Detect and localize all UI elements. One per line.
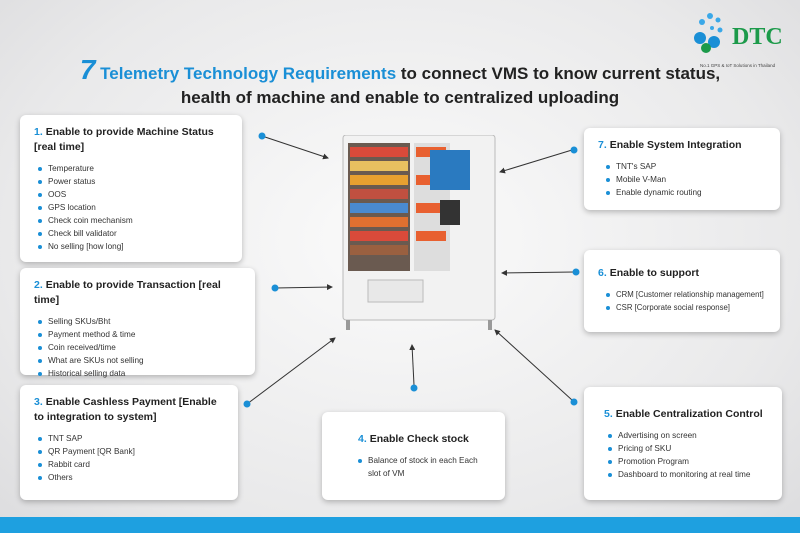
logo-tagline: No.1 GPS & IoT Solutions in Thailand <box>700 63 776 68</box>
list-item: Selling SKUs/Bht <box>38 315 241 328</box>
footer-bar <box>0 517 800 533</box>
list-item: Pricing of SKU <box>608 442 768 455</box>
list-item: GPS location <box>38 201 228 214</box>
box-check-stock: 4. Enable Check stock Balance of stock i… <box>322 412 505 500</box>
list-item: OOS <box>38 188 228 201</box>
list-item: Rabbit card <box>38 458 224 471</box>
box-number: 2. <box>34 279 43 291</box>
list-item: Mobile V-Man <box>606 173 766 186</box>
logo-text: DTC <box>732 24 783 50</box>
box-number: 5. <box>604 408 613 420</box>
list-item: No selling [how long] <box>38 240 228 253</box>
box-title: Enable Check stock <box>369 433 469 445</box>
title-line1: to connect VMS to know current status, <box>396 64 721 83</box>
list-item: Coin received/time <box>38 341 241 354</box>
box-title: Enable Centralization Control <box>615 408 763 420</box>
arrow-2 <box>274 284 333 291</box>
list-item: Advertising on screen <box>608 429 768 442</box>
box-title: Enable Cashless Payment [Enable to integ… <box>34 396 217 423</box>
list-item: Check coin mechanism <box>38 214 228 227</box>
arrow-7 <box>499 149 573 174</box>
list-item: TNT SAP <box>38 432 224 445</box>
box-title: Enable to provide Machine Status [real t… <box>34 126 214 153</box>
list-item: CRM [Customer relationship management] <box>606 288 770 301</box>
title-number: 7 <box>79 54 96 85</box>
title-line2: health of machine and enable to centrali… <box>180 88 620 107</box>
box-number: 6. <box>598 267 607 279</box>
list-item: TNT's SAP <box>606 160 766 173</box>
box-transaction: 2. Enable to provide Transaction [real t… <box>20 268 255 378</box>
list-item: QR Payment [QR Bank] <box>38 445 224 458</box>
vending-machine-image <box>342 135 496 330</box>
list-item: Historical selling data <box>38 367 241 380</box>
box-support: 6. Enable to support CRM [Customer relat… <box>584 250 780 332</box>
arrow-4 <box>409 344 416 386</box>
box-number: 4. <box>358 433 367 445</box>
box-title: Enable System Integration <box>609 139 742 151</box>
box-title: Enable to provide Transaction [real time… <box>34 279 221 306</box>
dtc-logo: DTC No.1 GPS & IoT Solutions in Thailand <box>690 8 800 68</box>
arrow-6 <box>501 269 575 276</box>
list-item: What are SKUs not selling <box>38 354 241 367</box>
list-item: Temperature <box>38 162 228 175</box>
list-item: Payment method & time <box>38 328 241 341</box>
list-item: Enable dynamic routing <box>606 186 766 199</box>
box-centralization-control: 5. Enable Centralization Control Adverti… <box>584 387 782 500</box>
page-title: 7 Telemetry Technology Requirements to c… <box>0 56 800 110</box>
list-item: Dashboard to monitoring at real time <box>608 468 768 481</box>
list-item: Balance of stock in each Each slot of VM <box>358 456 478 478</box>
box-machine-status: 1. Enable to provide Machine Status [rea… <box>20 115 242 262</box>
title-highlight: Telemetry Technology Requirements <box>100 64 397 83</box>
arrow-1 <box>261 135 329 160</box>
list-item: CSR [Corporate social response] <box>606 301 770 314</box>
list-item: Power status <box>38 175 228 188</box>
arrow-5 <box>494 329 573 401</box>
list-item: Check bill validator <box>38 227 228 240</box>
box-title: Enable to support <box>609 267 699 279</box>
logo-dots-icon <box>694 13 723 53</box>
list-item: Promotion Program <box>608 455 768 468</box>
box-number: 1. <box>34 126 43 138</box>
box-cashless-payment: 3. Enable Cashless Payment [Enable to in… <box>20 385 238 500</box>
list-item: Others <box>38 471 224 484</box>
box-number: 3. <box>34 396 43 408</box>
arrow-3 <box>246 337 336 405</box>
box-number: 7. <box>598 139 607 151</box>
